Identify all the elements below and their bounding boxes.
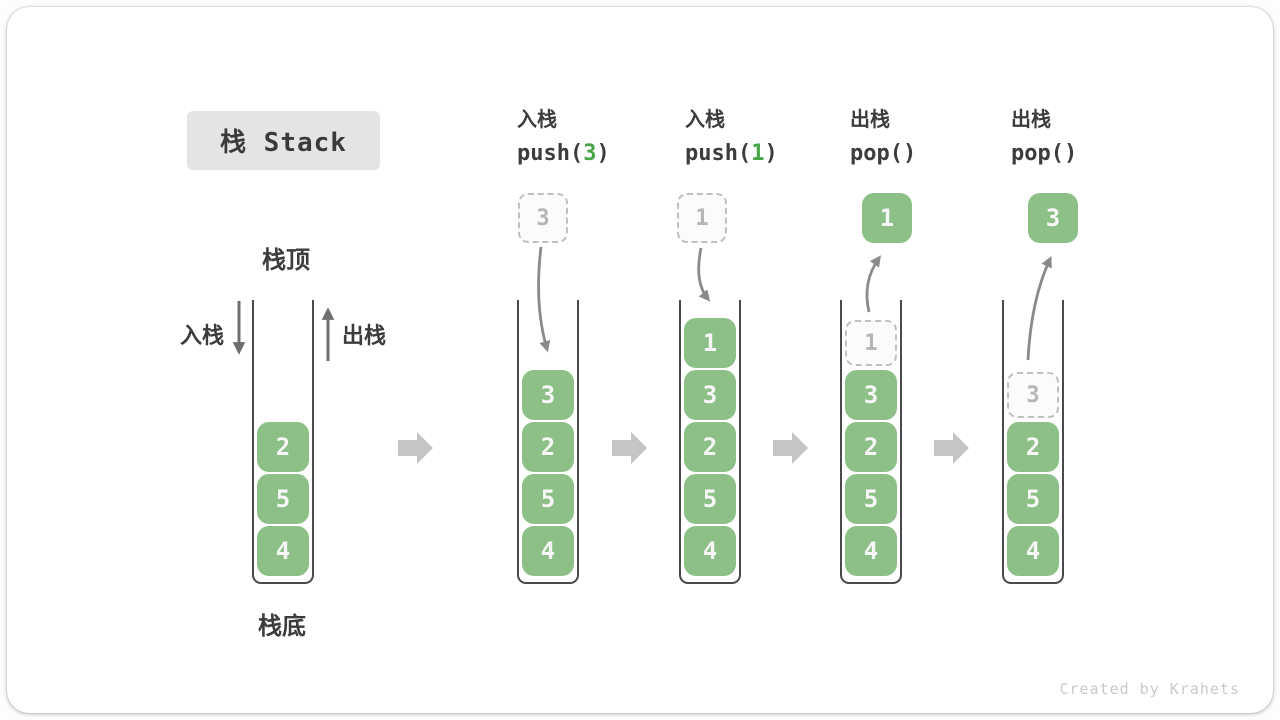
code-fn: push(	[517, 141, 584, 166]
floating-value: 1	[879, 204, 895, 232]
ghost-value: 3	[1026, 382, 1040, 408]
cell-value: 2	[702, 433, 718, 461]
stack-cell: 2	[257, 422, 309, 472]
floating-cell-solid: 1	[862, 193, 912, 243]
stack-frame-3: 1 3 2 5 4	[679, 300, 741, 584]
stack-cell: 2	[1007, 422, 1059, 472]
watermark: Created by Krahets	[1059, 680, 1240, 698]
op-code: push(3)	[517, 141, 610, 167]
code-arg: 3	[583, 141, 597, 166]
op-label-pop-1: 出栈 pop()	[850, 106, 916, 167]
stack-frame-5: 3 2 5 4	[1002, 300, 1064, 584]
floating-value: 3	[536, 205, 550, 231]
op-code: push(1)	[685, 141, 778, 167]
stack-top-label: 栈顶	[262, 246, 310, 274]
title-badge: 栈 Stack	[187, 111, 380, 170]
code-close: )	[1063, 141, 1078, 166]
ghost-cell: 3	[1007, 372, 1059, 418]
floating-cell-dashed: 3	[518, 193, 568, 243]
stack-cell: 2	[845, 422, 897, 472]
floating-cell-dashed: 1	[677, 193, 727, 243]
floating-cell-solid: 3	[1028, 193, 1078, 243]
stack-cell: 3	[845, 370, 897, 420]
cell-value: 3	[540, 381, 556, 409]
cell-value: 1	[702, 329, 718, 357]
stack-cell: 5	[257, 474, 309, 524]
op-name: 出栈	[850, 107, 890, 131]
op-name: 入栈	[685, 107, 725, 131]
stack-cell: 5	[845, 474, 897, 524]
stack-cell: 1	[684, 318, 736, 368]
stack-cell: 4	[1007, 526, 1059, 576]
cell-value: 5	[702, 485, 718, 513]
code-close: )	[596, 141, 610, 166]
stack-cell: 5	[684, 474, 736, 524]
code-fn: pop(	[1011, 141, 1064, 166]
cell-value: 5	[863, 485, 879, 513]
stack-cell: 5	[522, 474, 574, 524]
stack-cell: 2	[522, 422, 574, 472]
code-fn: push(	[685, 141, 752, 166]
title-text: 栈 Stack	[220, 128, 347, 158]
op-label-push-3: 入栈 push(3)	[517, 106, 610, 167]
cell-value: 5	[1025, 485, 1041, 513]
op-label-push-1: 入栈 push(1)	[685, 106, 778, 167]
cell-value: 4	[540, 537, 556, 565]
floating-value: 3	[1045, 204, 1061, 232]
push-side-label: 入栈	[180, 324, 225, 349]
stack-frame-1: 2 5 4	[252, 300, 314, 584]
stack-cell: 4	[257, 526, 309, 576]
op-code: pop()	[1011, 141, 1077, 167]
stack-cell: 2	[684, 422, 736, 472]
cell-value: 5	[540, 485, 556, 513]
floating-value: 1	[695, 205, 709, 231]
op-label-pop-2: 出栈 pop()	[1011, 106, 1077, 167]
stack-frame-2: 3 2 5 4	[517, 300, 579, 584]
ghost-cell: 1	[845, 320, 897, 366]
stack-cell: 3	[684, 370, 736, 420]
code-close: )	[902, 141, 917, 166]
cell-value: 4	[275, 537, 291, 565]
stack-cell: 5	[1007, 474, 1059, 524]
stack-cell: 4	[845, 526, 897, 576]
cell-value: 4	[863, 537, 879, 565]
cell-value: 3	[702, 381, 718, 409]
code-arg: 1	[751, 141, 765, 166]
stack-bottom-label: 栈底	[258, 612, 306, 640]
stack-cell: 3	[522, 370, 574, 420]
cell-value: 4	[1025, 537, 1041, 565]
code-close: )	[764, 141, 778, 166]
cell-value: 2	[1025, 433, 1041, 461]
cell-value: 2	[540, 433, 556, 461]
cell-value: 5	[275, 485, 291, 513]
stack-frame-4: 1 3 2 5 4	[840, 300, 902, 584]
cell-value: 2	[863, 433, 879, 461]
cell-value: 2	[275, 433, 291, 461]
stack-cell: 4	[522, 526, 574, 576]
code-fn: pop(	[850, 141, 903, 166]
op-name: 入栈	[517, 107, 557, 131]
op-code: pop()	[850, 141, 916, 167]
ghost-value: 1	[864, 330, 878, 356]
op-name: 出栈	[1011, 107, 1051, 131]
cell-value: 4	[702, 537, 718, 565]
cell-value: 3	[863, 381, 879, 409]
pop-side-label: 出栈	[342, 324, 387, 349]
stack-cell: 4	[684, 526, 736, 576]
